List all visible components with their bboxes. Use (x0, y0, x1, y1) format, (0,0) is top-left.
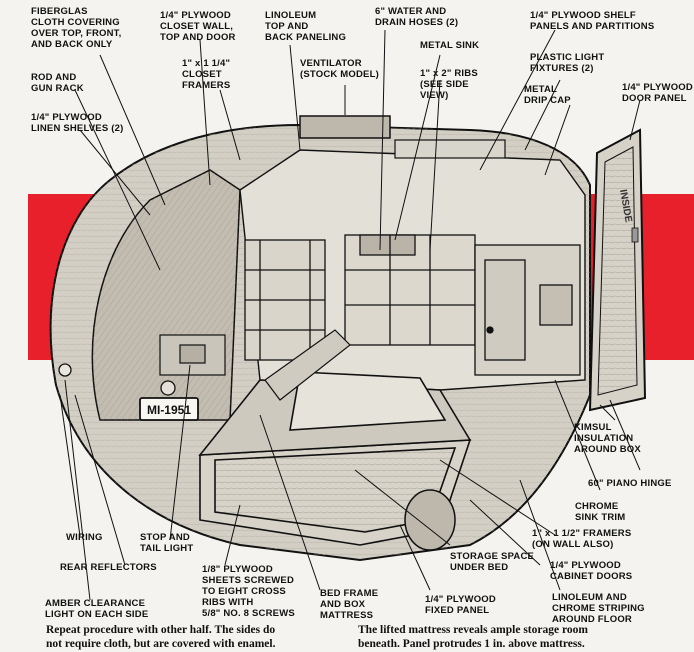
plate-text: MI-1951 (147, 403, 191, 417)
label-cabinet-doors: 1/4" PLYWOOD CABINET DOORS (550, 560, 633, 582)
label-linoleum-chrome: LINOLEUM AND CHROME STRIPING AROUND FLOO… (552, 592, 645, 625)
label-linoleum-top: LINOLEUM TOP AND BACK PANELING (265, 10, 347, 43)
label-door-panel: 1/4" PLYWOOD DOOR PANEL (622, 82, 693, 104)
label-linen-shelves: 1/4" PLYWOOD LINEN SHELVES (2) (31, 112, 124, 134)
right-cabinet (474, 244, 581, 376)
label-water-hoses: 6" WATER AND DRAIN HOSES (2) (375, 6, 459, 28)
label-closet-framers: 1" x 1 1/4" CLOSET FRAMERS (182, 58, 231, 91)
label-fixed-panel: 1/4" PLYWOOD FIXED PANEL (425, 594, 496, 616)
license-plate: MI-1951 (139, 380, 199, 421)
label-wiring: WIRING (66, 532, 103, 543)
label-rod-gun: ROD AND GUN RACK (31, 72, 84, 94)
label-framers-wall: 1" x 1 1/2" FRAMERS (ON WALL ALSO) (532, 528, 632, 550)
sink-cabinet (344, 234, 476, 346)
label-closet-wall: 1/4" PLYWOOD CLOSET WALL, TOP AND DOOR (160, 10, 236, 43)
closet-shelves (244, 239, 326, 361)
caption-left: Repeat procedure with other half. The si… (46, 624, 276, 650)
label-metal-drip: METAL DRIP CAP (524, 84, 571, 106)
wheel (404, 489, 456, 551)
label-bed-frame: BED FRAME AND BOX MATTRESS (320, 588, 379, 621)
leader-lines (59, 29, 641, 601)
label-ribs: 1" x 2" RIBS (SEE SIDE VIEW) (420, 68, 478, 101)
ventilator (299, 115, 391, 139)
label-chrome-trim: CHROME SINK TRIM (575, 501, 626, 523)
label-stop-tail: STOP AND TAIL LIGHT (140, 532, 194, 554)
label-ventilator: VENTILATOR (STOCK MODEL) (300, 58, 379, 80)
label-amber: AMBER CLEARANCE LIGHT ON EACH SIDE (45, 598, 149, 620)
fixed-panel (264, 329, 351, 401)
label-fiberglas: FIBERGLAS CLOTH COVERING OVER TOP, FRONT… (31, 6, 122, 50)
label-piano-hinge: 60" PIANO HINGE (588, 478, 672, 489)
label-kimsul: KIMSUL INSULATION AROUND BOX (574, 422, 641, 455)
label-shelf-panels: 1/4" PLYWOOD SHELF PANELS AND PARTITIONS (530, 10, 655, 32)
label-eighth-plywood: 1/8" PLYWOOD SHEETS SCREWED TO EIGHT CRO… (202, 564, 295, 619)
label-storage-space: STORAGE SPACE UNDER BED (450, 551, 535, 573)
label-plastic-light: PLASTIC LIGHT FIXTURES (2) (530, 52, 605, 74)
label-rear-reflectors: REAR REFLECTORS (60, 562, 157, 573)
door-panel: INSIDE (588, 128, 647, 412)
label-metal-sink: METAL SINK (420, 40, 480, 51)
amber-light (58, 363, 72, 377)
caption-right: The lifted mattress reveals ample storag… (358, 624, 588, 650)
stop-tail-light (159, 334, 226, 376)
